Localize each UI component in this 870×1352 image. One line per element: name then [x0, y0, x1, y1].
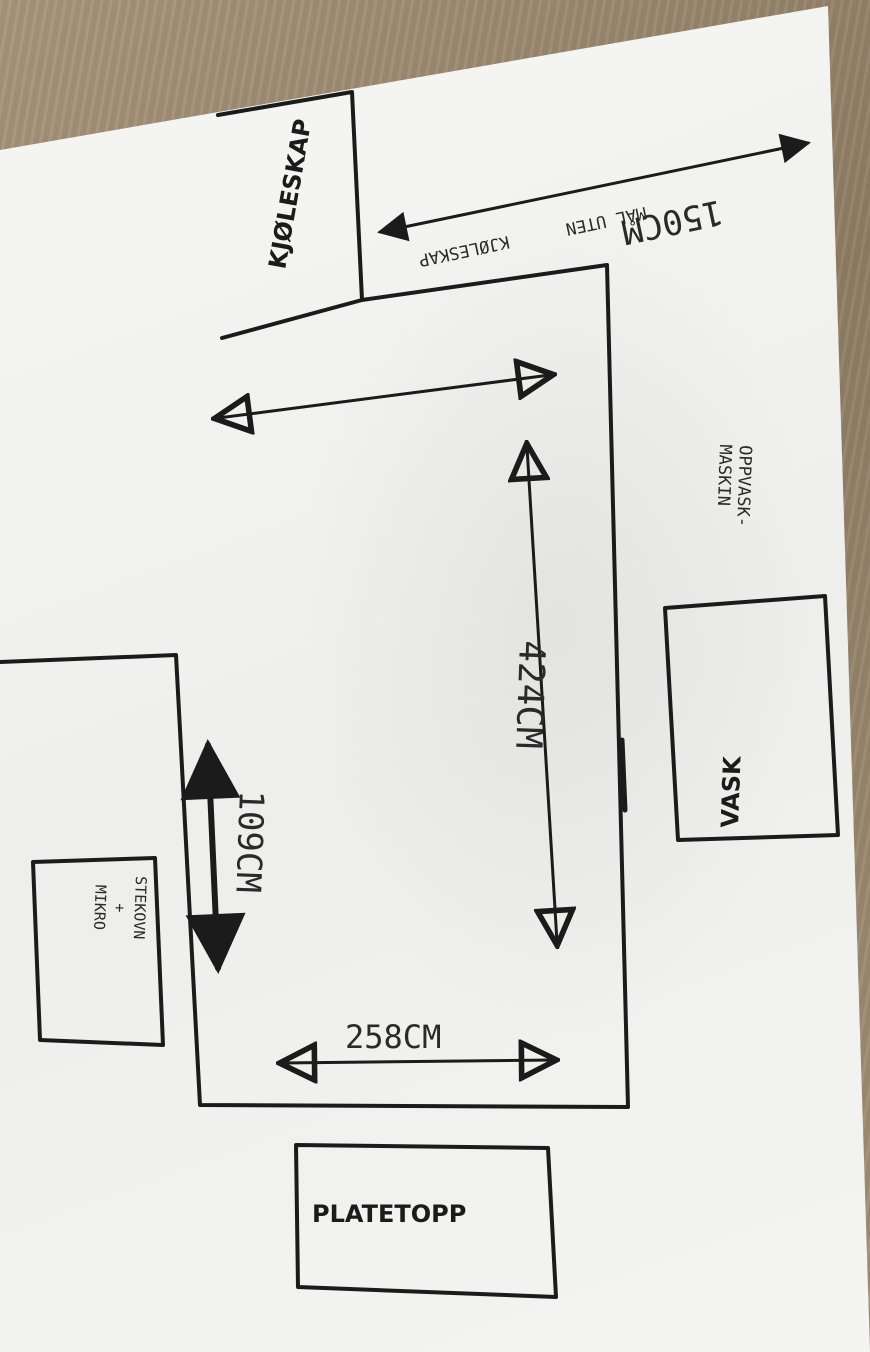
length-right-arrow [527, 447, 557, 942]
measure-note-line2: KJØLESKAP [417, 231, 511, 270]
dishwasher-line1: OPPVASK- [732, 445, 755, 528]
oven-line2: + [111, 903, 129, 913]
oven-line1: STEKOVN [130, 876, 150, 940]
sink-outline [663, 594, 840, 842]
oven-label: STEKOVN + MIKRO [90, 876, 150, 940]
width-top-label: 150CM [618, 191, 726, 251]
oven-outline [31, 856, 165, 1047]
width-bottom-arrow [283, 1060, 553, 1063]
dishwasher-line2: MASKIN [713, 444, 735, 506]
width-top-arrow [377, 133, 811, 242]
room-outline [0, 263, 630, 1109]
dishwasher-label: OPPVASK- MASKIN [713, 444, 755, 528]
fridge-outline [216, 90, 364, 340]
width-bottom-label: 258CM [345, 1018, 441, 1056]
wall-mark [619, 737, 628, 813]
oven-line3: MIKRO [90, 884, 110, 930]
depth-left-arrow [180, 739, 246, 974]
room-width-arrow [218, 375, 550, 418]
cooktop-label: PLATETOPP [312, 1200, 466, 1228]
sink-label: VASK [716, 754, 747, 828]
fridge-label: KJØLESKAP [263, 117, 317, 271]
cooktop-outline [294, 1143, 558, 1299]
length-right-label: 424CM [507, 640, 552, 750]
depth-left-label: 109CM [227, 790, 271, 894]
measure-note: MÅL UTEN KJØLESKAP [417, 202, 649, 270]
